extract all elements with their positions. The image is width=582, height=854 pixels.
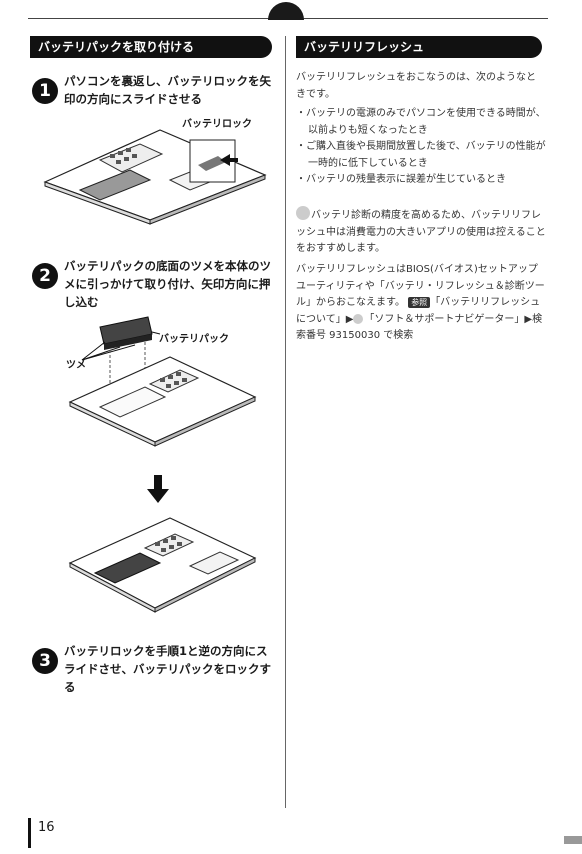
- refresh-body: バッテリリフレッシュはBIOS(バイオス)セットアップユーティリティや「バッテリ…: [296, 264, 545, 341]
- refresh-conditions-list: ・バッテリの電源のみでパソコンを使用できる時間が、以前よりも短くなったとき ・ご…: [296, 106, 546, 189]
- step-2-text: バッテリパックの底面のツメを本体のツメに引っかけて取り付け、矢印方向に押し込む: [64, 259, 271, 309]
- list-item: ・ご購入直後や長期間放置した後で、バッテリの性能が一時的に低下しているとき: [296, 141, 546, 169]
- step-3-number: 3: [32, 648, 58, 674]
- refresh-note: バッテリ診断の精度を高めるため、バッテリリフレッシュ中は消費電力の大きいアプリの…: [296, 206, 546, 258]
- page-number: 16: [38, 820, 55, 835]
- navigator-icon: [353, 313, 364, 324]
- step-1-text: パソコンを裏返し、バッテリロックを矢印の方向にスライドさせる: [64, 74, 271, 106]
- column-divider: [285, 36, 286, 808]
- corner-tab-mark: [564, 836, 582, 844]
- step-3-text: バッテリロックを手順1と逆の方向にスライドさせ、バッテリパックをロックする: [64, 644, 271, 694]
- down-arrow-icon: [147, 475, 169, 503]
- reference-badge-icon: 参照: [408, 297, 431, 308]
- section-header-attach-battery: バッテリパックを取り付ける: [30, 36, 272, 58]
- label-tsume: ツメ: [66, 360, 86, 371]
- step-2-number: 2: [32, 263, 58, 289]
- list-item: ・バッテリの残量表示に誤差が生じているとき: [296, 174, 506, 185]
- list-item: ・バッテリの電源のみでパソコンを使用できる時間が、以前よりも短くなったとき: [296, 108, 546, 136]
- note-icon: [296, 206, 310, 220]
- laptop-underside-illustration-1: [43, 129, 267, 225]
- top-tab-mark: [268, 2, 304, 20]
- label-battery-lock: バッテリロック: [182, 119, 252, 130]
- laptop-battery-installed-illustration: [68, 517, 257, 613]
- page-number-bar: [28, 818, 31, 848]
- step-1-number: 1: [32, 78, 58, 104]
- refresh-intro: バッテリリフレッシュをおこなうのは、次のようなときです。: [296, 72, 536, 100]
- label-battery-pack: バッテリパック: [159, 334, 229, 345]
- section-header-battery-refresh: バッテリリフレッシュ: [296, 36, 542, 58]
- laptop-battery-insert-illustration: [68, 316, 257, 447]
